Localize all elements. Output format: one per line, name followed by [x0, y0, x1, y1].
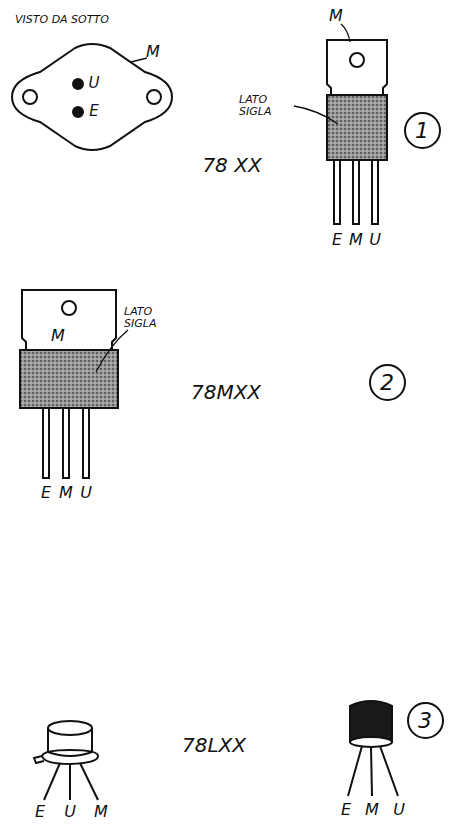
plastic-to92 — [350, 701, 392, 746]
pin-label: E — [341, 802, 351, 819]
callout-number: 2 — [380, 370, 394, 395]
to220-tab — [327, 40, 387, 95]
pin-label: U — [369, 232, 381, 249]
to220-tab — [22, 290, 116, 350]
pin-label: M — [94, 804, 108, 821]
marking-side-note: LATO SIGLA — [239, 94, 291, 117]
mounting-label: M — [329, 8, 343, 25]
callout-circle: 2 — [369, 364, 406, 401]
mounting-label: M — [146, 44, 160, 61]
part-number: 78MXX — [191, 382, 261, 403]
pin-label: M — [59, 485, 73, 502]
pin-label: U — [89, 76, 100, 92]
mounting-label: M — [51, 328, 65, 345]
pin-label: E — [41, 485, 51, 502]
callout-number: 3 — [418, 708, 432, 733]
pin-label: M — [365, 802, 379, 819]
pin-label: U — [393, 802, 405, 819]
pin-label: U — [64, 804, 76, 821]
view-note: VISTO DA SOTTO — [15, 14, 109, 26]
callout-number: 1 — [415, 118, 429, 143]
pin-label: E — [89, 104, 98, 120]
callout-circle: 3 — [407, 702, 444, 739]
pin-label: E — [332, 232, 342, 249]
to3-outline — [12, 44, 172, 150]
pin-label: U — [80, 485, 92, 502]
pin-label: M — [349, 232, 363, 249]
pin-label: E — [35, 804, 45, 821]
marking-side-note: LATO SIGLA — [124, 306, 176, 329]
part-number: 78LXX — [182, 735, 246, 756]
part-number: 78 XX — [202, 155, 261, 176]
callout-circle: 1 — [404, 112, 441, 149]
